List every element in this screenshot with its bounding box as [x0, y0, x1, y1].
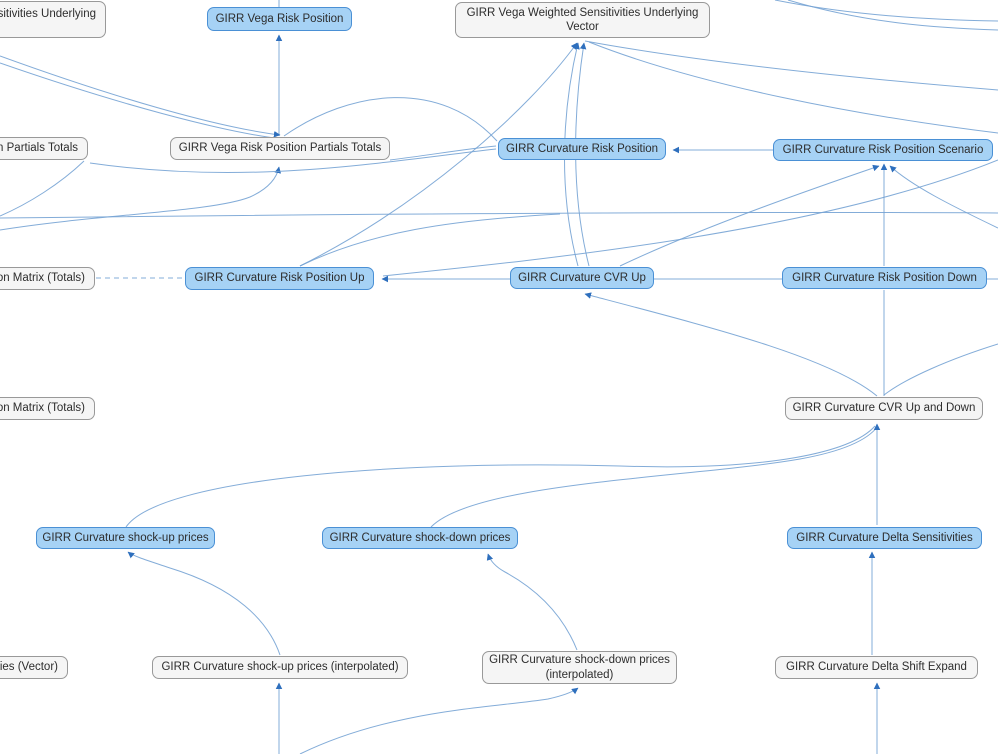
edge-17	[389, 145, 497, 161]
edge-25	[584, 292, 878, 397]
node-girr-curvature-shock-up-prices[interactable]: GIRR Curvature shock-up prices	[36, 527, 215, 549]
node-girr-curvature-risk-position-up[interactable]: GIRR Curvature Risk Position Up	[185, 267, 374, 290]
node-girr-curvature-shock-down-prices[interactable]: GIRR Curvature shock-down prices	[322, 527, 518, 549]
edge-29	[430, 425, 879, 528]
edge-26	[883, 343, 998, 396]
node-partial-sensitivities-underlying[interactable]: sitivities Underlying	[0, 1, 106, 38]
node-girr-curvature-delta-sensitivities[interactable]: GIRR Curvature Delta Sensitivities	[787, 527, 982, 549]
node-girr-curvature-risk-position-scenario[interactable]: GIRR Curvature Risk Position Scenario	[773, 139, 993, 161]
node-girr-curvature-cvr-up[interactable]: GIRR Curvature CVR Up	[510, 267, 654, 289]
node-partial-ies-vector[interactable]: ies (Vector)	[0, 656, 68, 679]
node-partial-n-partials-totals[interactable]: n Partials Totals	[0, 137, 88, 160]
edge-19	[283, 97, 498, 142]
node-partial-on-matrix-totals-2[interactable]: on Matrix (Totals)	[0, 397, 95, 420]
edge-22	[382, 159, 998, 277]
edge-11	[774, 0, 998, 22]
node-girr-vega-risk-position[interactable]: GIRR Vega Risk Position	[207, 7, 352, 31]
edge-28	[125, 425, 876, 528]
edge-14	[889, 165, 998, 229]
edge-9	[584, 40, 998, 91]
node-girr-curvature-cvr-up-and-down[interactable]: GIRR Curvature CVR Up and Down	[785, 397, 983, 420]
node-girr-curvature-delta-shift-expand[interactable]: GIRR Curvature Delta Shift Expand	[775, 656, 978, 679]
edge-36	[299, 687, 579, 754]
node-girr-curvature-shock-down-prices-interpolated[interactable]: GIRR Curvature shock-down prices (interp…	[482, 651, 677, 684]
edge-3	[0, 55, 281, 138]
edge-35	[486, 553, 578, 651]
edge-10	[588, 41, 998, 134]
edge-12	[787, 0, 998, 31]
edge-13	[619, 164, 880, 267]
node-girr-curvature-risk-position-down[interactable]: GIRR Curvature Risk Position Down	[782, 267, 987, 289]
node-girr-curvature-risk-position[interactable]: GIRR Curvature Risk Position	[498, 138, 666, 160]
edge-2	[0, 166, 282, 231]
edge-4	[0, 62, 283, 140]
edge-20	[0, 211, 998, 219]
edge-24	[299, 213, 561, 267]
node-girr-vega-risk-position-partials-totals[interactable]: GIRR Vega Risk Position Partials Totals	[170, 137, 390, 160]
node-partial-on-matrix-totals-1[interactable]: on Matrix (Totals)	[0, 267, 95, 290]
edge-34	[127, 551, 281, 656]
node-girr-vega-weighted-sensitivities-underlying-vector[interactable]: GIRR Vega Weighted Sensitivities Underly…	[455, 2, 710, 38]
node-girr-curvature-shock-up-prices-interpolated[interactable]: GIRR Curvature shock-up prices (interpol…	[152, 656, 408, 679]
edge-5	[0, 160, 85, 217]
